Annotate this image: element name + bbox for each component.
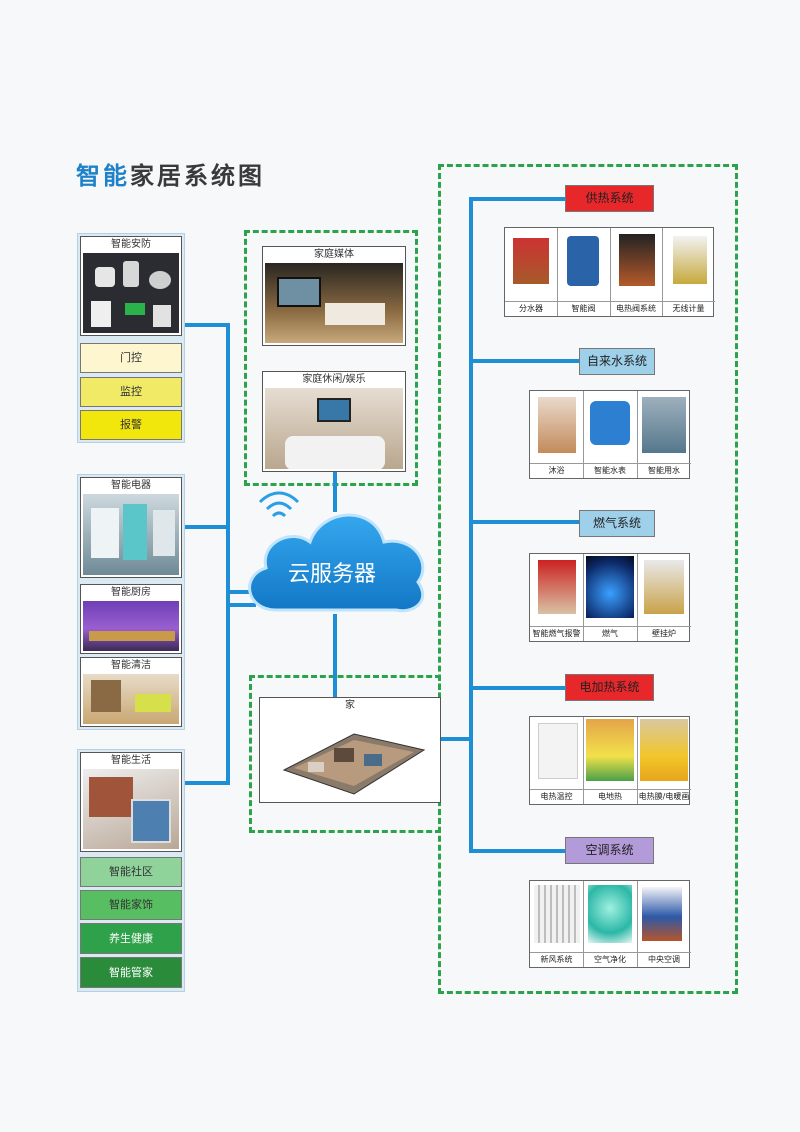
card-life: 智能生活 xyxy=(80,752,182,852)
button-community[interactable]: 智能社区 xyxy=(80,857,182,887)
kitchen-photo xyxy=(83,601,179,651)
water-meter-icon xyxy=(590,401,630,445)
electric-label-0: 电热温控 xyxy=(530,789,583,804)
media-dashed-region xyxy=(244,230,418,486)
systems-dashed-region xyxy=(438,164,738,994)
connector-cloud-down xyxy=(333,614,337,698)
home-floorplan xyxy=(264,714,436,798)
heating-label-3: 无线计量 xyxy=(662,301,715,316)
manifold-icon xyxy=(513,238,549,284)
card-home: 家 xyxy=(259,697,441,803)
cleaning-title: 智能清洁 xyxy=(111,660,151,671)
system-water: 自来水系统 xyxy=(579,348,655,375)
connector-heating xyxy=(469,197,567,201)
connector-cloud-up xyxy=(333,472,337,512)
connector-electric xyxy=(469,686,567,690)
gas-label-2: 壁挂炉 xyxy=(637,626,691,641)
card-appliance: 智能电器 xyxy=(80,477,182,578)
connector-security xyxy=(184,323,228,327)
water-items: 沐浴 智能水表 智能用水 xyxy=(529,390,691,479)
aircon-items: 新风系统 空气净化 中央空调 xyxy=(529,880,691,968)
gas-items: 智能燃气报警 燃气 壁挂炉 xyxy=(529,553,691,642)
heating-label-2: 电热阀系统 xyxy=(610,301,662,316)
wifi-icon xyxy=(258,491,300,518)
gas-flame-icon xyxy=(586,556,634,618)
home-title: 家 xyxy=(345,700,355,711)
button-monitor[interactable]: 监控 xyxy=(80,377,182,407)
media-photo xyxy=(265,263,403,343)
system-gas: 燃气系统 xyxy=(579,510,655,537)
card-home-media: 家庭媒体 xyxy=(262,246,406,346)
thermostat-icon xyxy=(538,723,578,779)
connector-home-right xyxy=(440,737,472,741)
floor-heating-icon xyxy=(586,719,634,781)
media-title: 家庭媒体 xyxy=(314,249,354,260)
electric-label-1: 电地热 xyxy=(583,789,637,804)
central-ac-icon xyxy=(642,887,682,941)
heating-items: 分水器 智能阀 电热阀系统 无线计量 xyxy=(504,227,715,317)
water-label-2: 智能用水 xyxy=(637,463,691,478)
connector-appliance xyxy=(184,525,228,529)
appliance-photo xyxy=(83,494,179,575)
system-electric-heating: 电加热系统 xyxy=(565,674,654,701)
cloud-label: 云服务器 xyxy=(287,562,376,587)
electric-label-2: 电热膜/电暖画 xyxy=(637,789,691,804)
heating-film-icon xyxy=(640,719,688,781)
electric-valve-icon xyxy=(619,234,655,286)
security-title: 智能安防 xyxy=(111,239,151,250)
connector-left-cloud-a xyxy=(226,590,256,594)
electric-items: 电热温控 电地热 电热膜/电暖画 xyxy=(529,716,691,805)
system-heating: 供热系统 xyxy=(565,185,654,212)
life-photo xyxy=(83,769,179,849)
button-door-control[interactable]: 门控 xyxy=(80,343,182,373)
heating-label-0: 分水器 xyxy=(505,301,558,316)
water-label-1: 智能水表 xyxy=(583,463,637,478)
button-alarm[interactable]: 报警 xyxy=(80,410,182,440)
smart-water-icon xyxy=(642,397,686,453)
aircon-label-2: 中央空调 xyxy=(637,952,691,967)
air-purifier-icon xyxy=(588,885,632,943)
connector-left-cloud-b xyxy=(226,603,256,607)
life-title: 智能生活 xyxy=(111,755,151,766)
leisure-photo xyxy=(265,388,403,469)
wireless-meter-icon xyxy=(673,236,707,284)
title-highlight: 智能 xyxy=(76,162,130,190)
boiler-icon xyxy=(644,560,684,614)
shower-icon xyxy=(538,397,576,453)
card-security: 智能安防 xyxy=(80,236,182,336)
fresh-air-icon xyxy=(534,885,580,943)
security-photo xyxy=(83,253,179,333)
button-health[interactable]: 养生健康 xyxy=(80,923,182,954)
connector-left-vertical xyxy=(226,323,230,785)
gas-label-0: 智能燃气报警 xyxy=(530,626,583,641)
connector-water xyxy=(469,359,581,363)
appliance-title: 智能电器 xyxy=(111,480,151,491)
aircon-label-1: 空气净化 xyxy=(583,952,637,967)
connector-right-trunk xyxy=(469,197,473,851)
cloud-server-icon xyxy=(248,513,425,613)
leisure-title: 家庭休闲/娱乐 xyxy=(302,374,366,385)
gas-alarm-icon xyxy=(538,560,576,614)
connector-gas xyxy=(469,520,581,524)
title-rest: 家居系统图 xyxy=(130,162,265,190)
cleaning-photo xyxy=(83,674,179,724)
button-home-decor[interactable]: 智能家饰 xyxy=(80,890,182,920)
water-label-0: 沐浴 xyxy=(530,463,583,478)
button-butler[interactable]: 智能管家 xyxy=(80,957,182,988)
card-cleaning: 智能清洁 xyxy=(80,657,182,727)
smart-valve-icon xyxy=(567,236,599,286)
connector-life xyxy=(184,781,228,785)
gas-label-1: 燃气 xyxy=(583,626,637,641)
system-aircon: 空调系统 xyxy=(565,837,654,864)
card-leisure: 家庭休闲/娱乐 xyxy=(262,371,406,472)
kitchen-title: 智能厨房 xyxy=(111,587,151,598)
card-kitchen: 智能厨房 xyxy=(80,584,182,654)
heating-label-1: 智能阀 xyxy=(557,301,610,316)
page-title: 智能家居系统图 xyxy=(76,156,265,191)
aircon-label-0: 新风系统 xyxy=(530,952,583,967)
connector-aircon xyxy=(469,849,567,853)
